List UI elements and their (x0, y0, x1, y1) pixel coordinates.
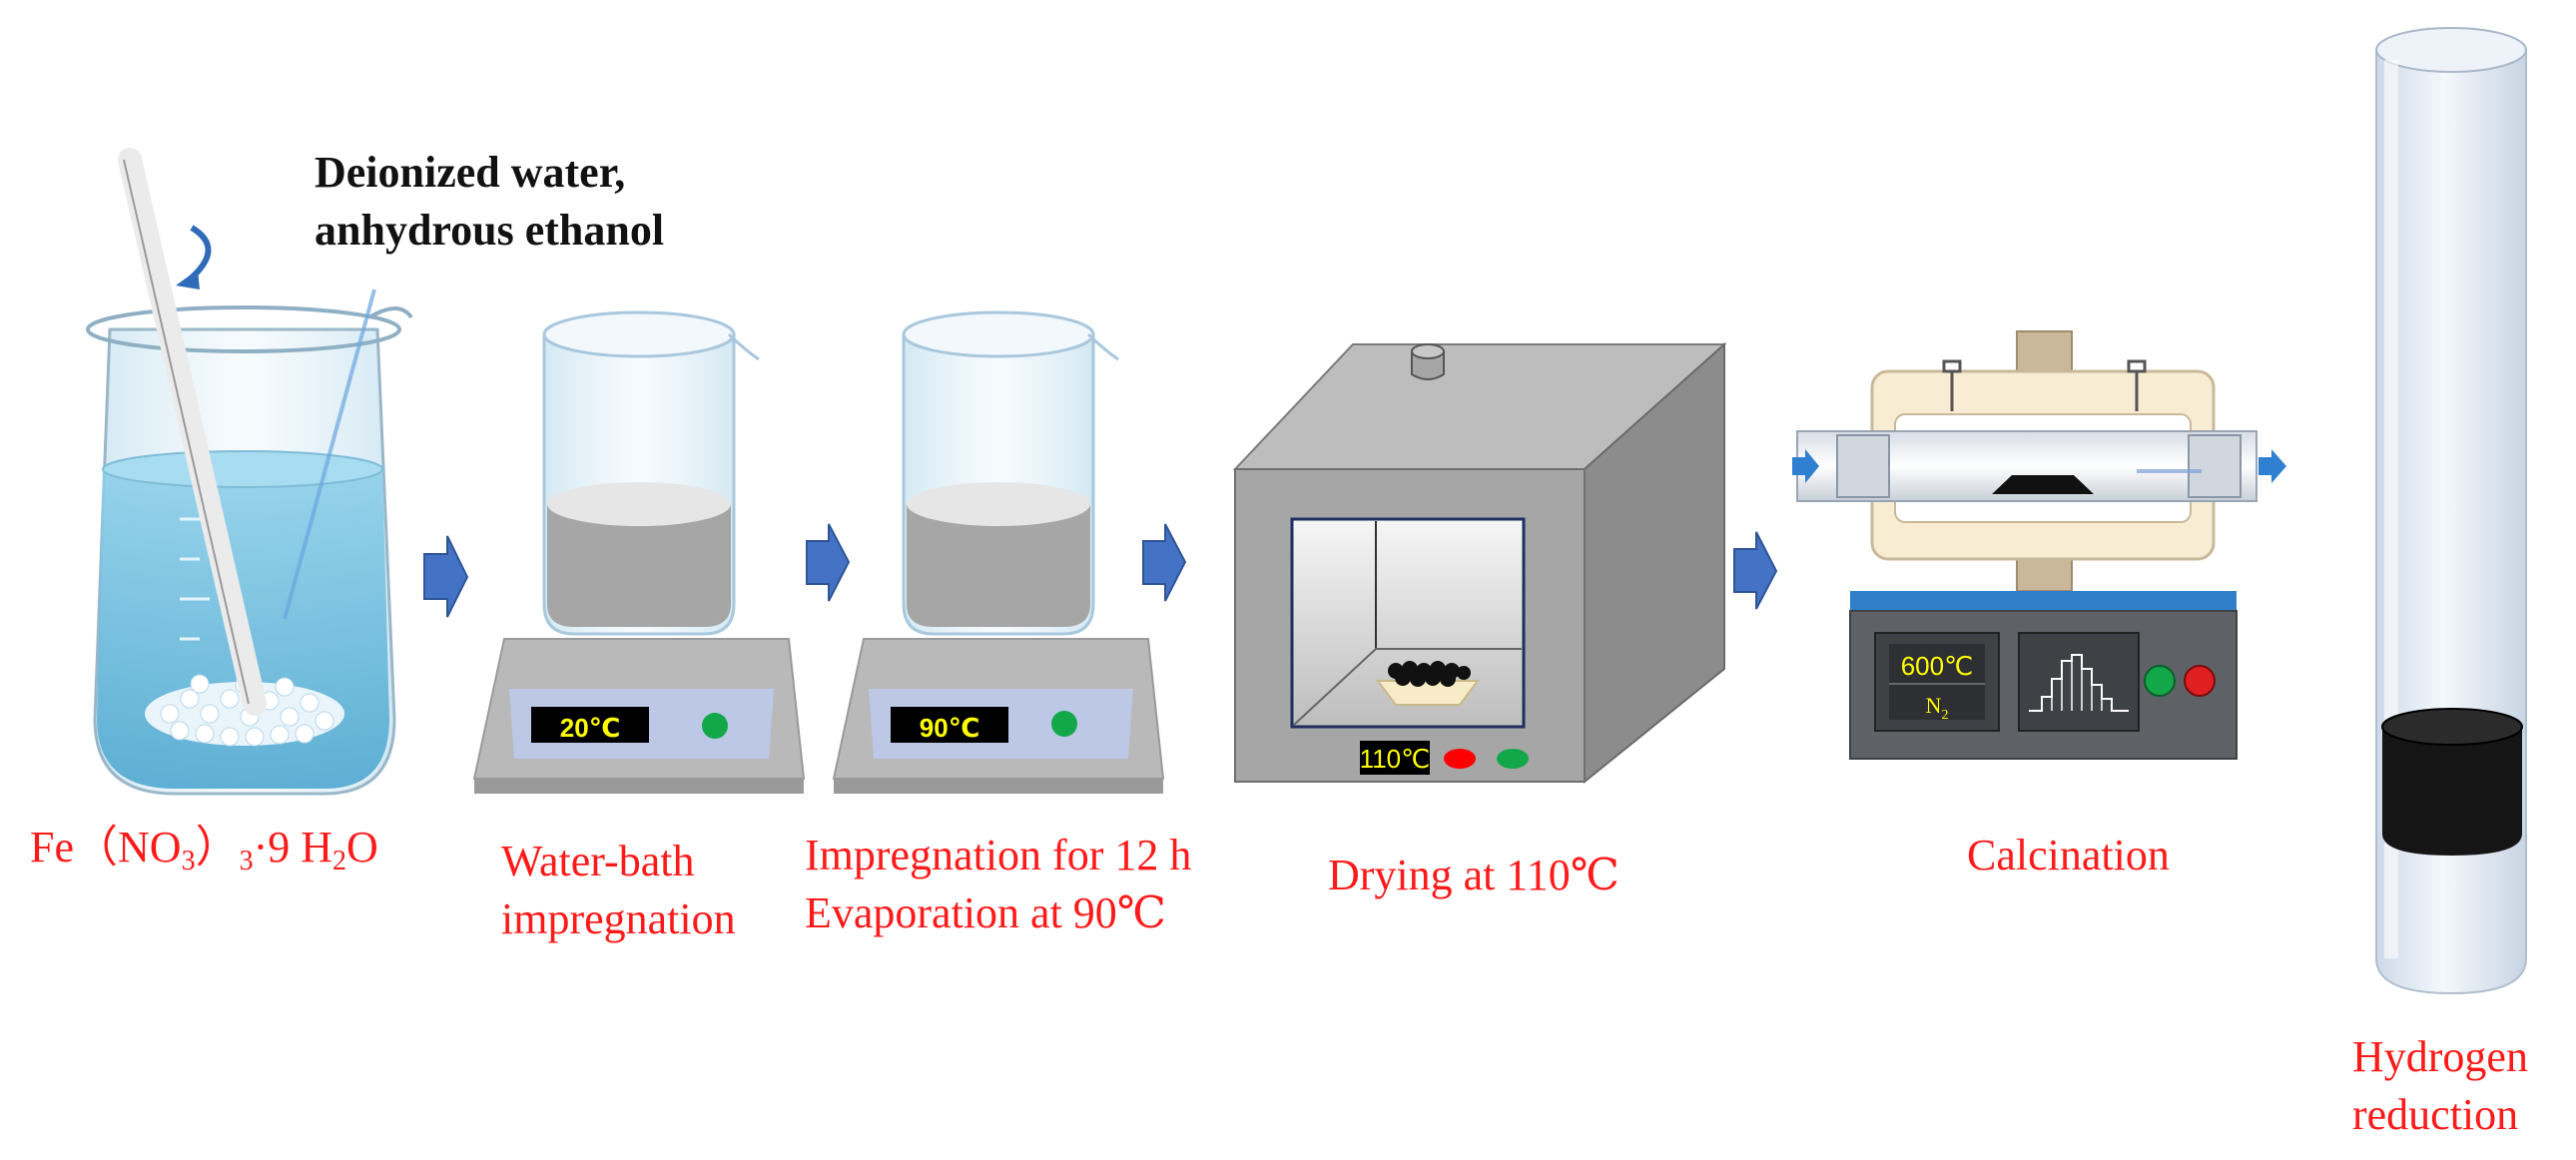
water-bath-temp: 20℃ (560, 713, 620, 743)
solvent-label-line2: anhydrous ethanol (315, 206, 664, 255)
water-bath-display (531, 707, 649, 743)
impregnation-display (891, 707, 1008, 743)
drying-label: Drying at 110℃ (1328, 851, 1619, 899)
impregnation-power-led (1051, 711, 1077, 737)
impregnation-temp: 90℃ (920, 713, 979, 743)
oven-temp: 110℃ (1360, 744, 1431, 774)
furnace-program-panel (2018, 632, 2140, 732)
flow-arrow-icon (423, 535, 469, 618)
stir-rotation-arrow-icon (189, 225, 212, 281)
oven-stop-led (1444, 749, 1476, 769)
solvent-label: Deionized water, (315, 148, 625, 197)
reduction-tube (2375, 27, 2527, 995)
precursor-beaker (86, 148, 413, 796)
impregnation-heater: 90℃ (832, 310, 1165, 794)
oven-start-led (1497, 749, 1529, 769)
furnace-temp: 600℃ (1901, 651, 1974, 681)
precursor-label: Fe（NO3）3·9 H2O (30, 823, 378, 876)
gas-outlet-arrow-icon (2258, 449, 2286, 483)
flow-arrow-icon (1733, 531, 1778, 610)
flow-arrow-icon (1142, 523, 1187, 602)
drying-oven: 110℃ (1232, 341, 1727, 785)
gas-inlet-arrow-icon (1792, 449, 1819, 483)
flow-arrow-icon (806, 523, 851, 602)
furnace-stop-led (2184, 665, 2216, 697)
water-bath-heater: 20℃ (472, 310, 806, 794)
tube-furnace: 600℃ N2 (1792, 330, 2286, 760)
furnace-start-led (2144, 665, 2176, 697)
calcination-label: Calcination (1967, 831, 2170, 879)
water-bath-power-led (702, 713, 728, 739)
oven-display (1360, 741, 1430, 775)
furnace-gas: N2 (1926, 693, 1949, 723)
